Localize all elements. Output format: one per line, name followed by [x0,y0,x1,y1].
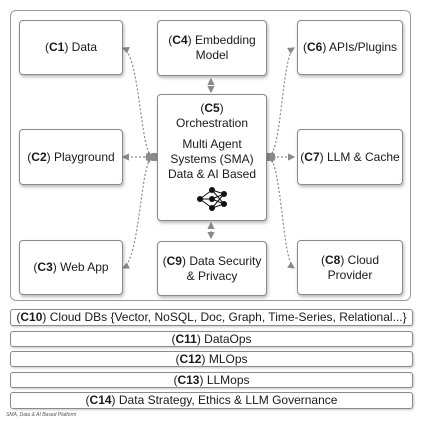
component-label: Data [71,40,98,54]
component-c5-orchestration: (C5) Orchestration Multi Agent Systems (… [157,94,267,221]
layer-label: LLMops [206,372,250,387]
component-c3-web-app: (C3) Web App [19,240,123,295]
component-code: C9 [166,253,182,268]
component-label: Playground [53,149,115,164]
layer-label: MLOps [208,351,248,366]
component-code: C7 [304,149,320,164]
c5-line2: Systems (SMA) [170,152,254,166]
layer-label: DataOps [204,331,252,346]
component-label: Web App [60,260,109,274]
component-c7-llm-cache: (C7) LLM & Cache [297,129,403,185]
component-code: C6 [306,40,323,54]
component-label: Cloud [347,252,380,267]
component-c6-apis-plugins: (C6) APIs/Plugins [297,20,403,75]
neural-network-icon [197,187,227,211]
layer-code: C12 [179,351,202,366]
layer-label: Data Strategy, Ethics & LLM Governance [118,393,338,407]
c5-line1: Multi Agent [182,137,242,151]
component-label-line2: Provider [327,267,373,282]
component-code: C4 [172,33,188,47]
component-label: LLM & Cache [326,149,400,164]
layer-code: C10 [20,310,43,324]
component-label: Data Security [189,253,262,268]
component-c9-data-security: (C9) Data Security& Privacy [157,241,267,296]
component-label-line2: Model [195,48,229,62]
component-label: APIs/Plugins [328,40,398,54]
layer-c11-dataops: (C11) DataOps [10,331,413,347]
component-code: C5 [204,101,220,115]
layer-c12-mlops: (C12) MLOps [10,351,413,367]
layer-code: C14 [89,393,112,407]
component-label: Embedding [194,33,256,47]
layer-c13-llmops: (C13) LLMops [10,372,413,388]
layer-code: C13 [177,372,200,387]
layer-c14-data-strategy: (C14) Data Strategy, Ethics & LLM Govern… [10,392,413,409]
footer-caption: SMA, Data & AI Based Platform [6,412,77,418]
layer-code: C11 [175,331,197,346]
c5-line3: Data & AI Based [167,167,257,181]
layer-c10-cloud-dbs: (C10) Cloud DBs {Vector, NoSQL, Doc, Gra… [10,309,413,326]
component-code: C3 [37,260,53,274]
layer-label: Cloud DBs {Vector, NoSQL, Doc, Graph, Ti… [49,310,407,324]
component-c1-data: (C1) Data [19,20,123,75]
component-code: C1 [48,40,65,54]
platform-frame [10,10,411,301]
component-label: Orchestration [175,116,249,130]
component-code: C8 [324,252,341,267]
component-code: C2 [31,149,47,164]
component-label-line2: & Privacy [186,268,238,283]
component-c2-playground: (C2) Playground [19,129,123,185]
